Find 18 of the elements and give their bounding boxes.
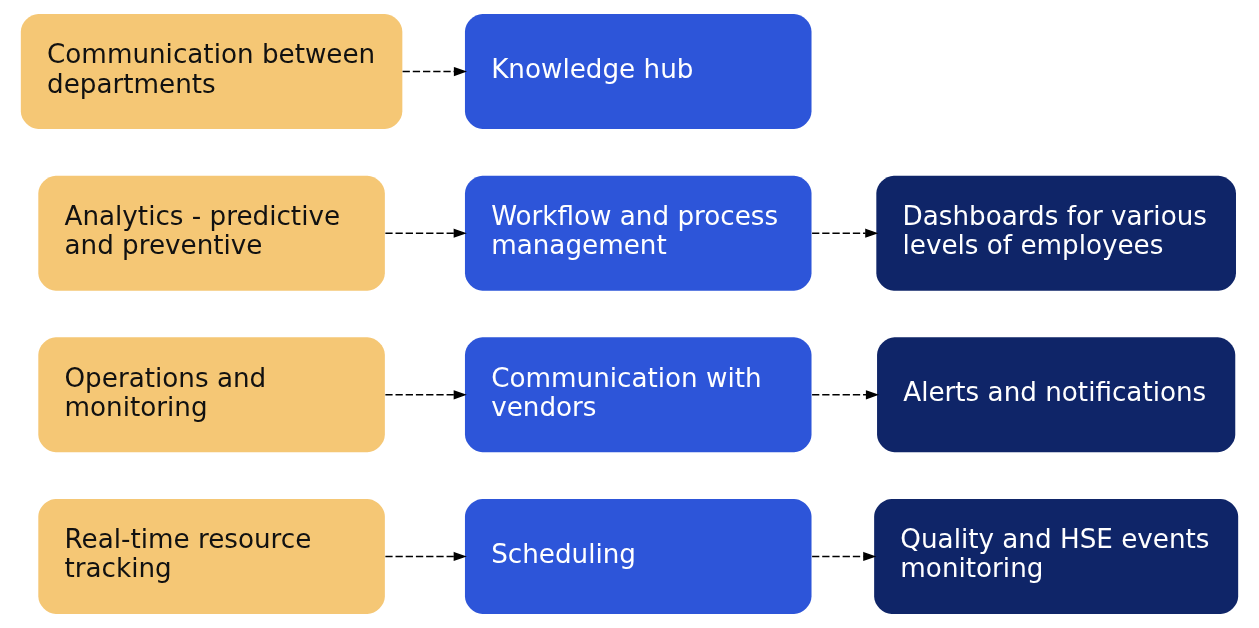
node-box: Operations and monitoring [38,337,385,453]
arrow [384,551,467,562]
node-box: Communication with vendors [464,337,812,453]
arrow [811,228,879,238]
node-box: Workflow and process management [464,175,812,291]
arrow [384,390,467,400]
node-box: Scheduling [464,498,812,614]
node-box: Real-time resource tracking [38,498,385,614]
arrow [811,551,877,562]
node-box: Communication between departments [20,14,403,130]
node-box: Quality and HSE events monitoring [874,498,1239,614]
node-box: Dashboards for various levels of employees [876,175,1236,291]
arrow [384,228,467,238]
arrow [401,66,467,77]
node-box: Alerts and notifications [877,337,1236,453]
node-box: Knowledge hub [464,14,812,130]
node-box: Analytics - predictive and preventive [38,175,385,291]
arrow [811,390,880,400]
